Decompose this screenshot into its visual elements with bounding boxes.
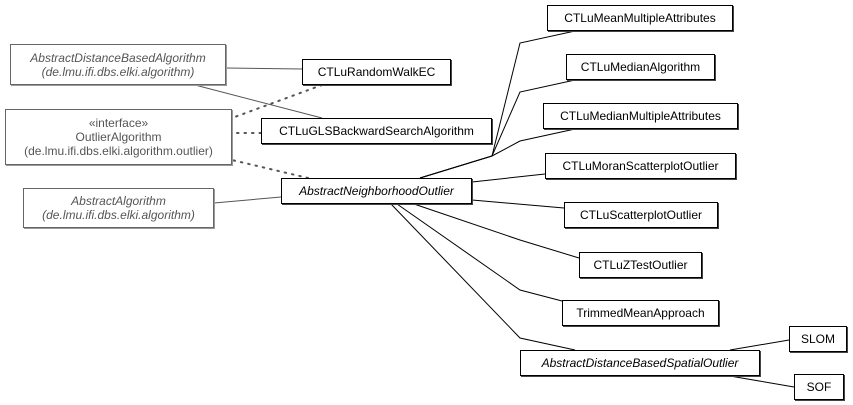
node-name: CTLuRandomWalkEC: [317, 65, 436, 79]
node-name: SOF: [806, 380, 832, 394]
node-ctlu-mean-multiple-attributes[interactable]: CTLuMeanMultipleAttributes: [547, 5, 733, 31]
edge-extends-ano-to-aa: [213, 196, 282, 204]
edge-implements-rwec-to-oa: [231, 84, 323, 119]
edge-extends-scat-to-ano: [471, 199, 565, 209]
edge-extends-sof-to-adbso: [729, 375, 795, 388]
edge-extends-tma-to-ano: [396, 203, 563, 302]
node-abstract-distance-based-algorithm[interactable]: AbstractDistanceBasedAlgorithm (de.lmu.i…: [10, 44, 226, 85]
node-ctlu-median-multiple-attributes[interactable]: CTLuMedianMultipleAttributes: [543, 103, 738, 129]
node-name: OutlierAlgorithm: [75, 130, 162, 144]
node-name: AbstractNeighborhoodOutlier: [299, 184, 454, 198]
node-stereotype: «interface»: [88, 116, 149, 130]
node-ctlu-median-algorithm[interactable]: CTLuMedianAlgorithm: [566, 54, 715, 80]
node-abstract-algorithm[interactable]: AbstractAlgorithm (de.lmu.ifi.dbs.elki.a…: [23, 188, 214, 228]
node-ctlu-scatterplot-outlier[interactable]: CTLuScatterplotOutlier: [564, 202, 718, 228]
node-ctlu-gls-backward-search-algorithm[interactable]: CTLuGLSBackwardSearchAlgorithm: [261, 118, 492, 144]
node-name: CTLuZTestOutlier: [593, 258, 688, 272]
edge-extends-moran-to-ano: [471, 173, 546, 183]
node-name: TrimmedMeanApproach: [576, 306, 705, 320]
edge-extends-rwec-to-adba: [225, 67, 303, 70]
node-name: CTLuMedianAlgorithm: [580, 60, 701, 74]
edge-implements-ano-to-oa: [231, 159, 309, 179]
node-name: CTLuMeanMultipleAttributes: [564, 11, 716, 25]
node-ctlu-moran-scatterplot-outlier[interactable]: CTLuMoranScatterplotOutlier: [545, 153, 736, 179]
node-name: CTLuMoranScatterplotOutlier: [562, 159, 719, 173]
node-ctlu-ztest-outlier[interactable]: CTLuZTestOutlier: [579, 252, 702, 278]
node-name: CTLuMedianMultipleAttributes: [560, 109, 721, 123]
node-name: SLOM: [800, 332, 835, 346]
node-ctlu-random-walk-ec[interactable]: CTLuRandomWalkEC: [302, 59, 451, 85]
node-package: (de.lmu.ifi.dbs.elki.algorithm.outlier): [24, 144, 213, 158]
edge-extends-slom-to-adbso: [729, 339, 790, 351]
node-trimmed-mean-approach[interactable]: TrimmedMeanApproach: [562, 300, 719, 326]
node-abstract-neighborhood-outlier[interactable]: AbstractNeighborhoodOutlier: [281, 178, 472, 204]
node-sof[interactable]: SOF: [794, 374, 844, 400]
node-name: CTLuGLSBackwardSearchAlgorithm: [279, 124, 474, 138]
node-name: AbstractDistanceBasedAlgorithm: [30, 50, 206, 65]
node-package: (de.lmu.ifi.dbs.elki.algorithm): [41, 64, 195, 79]
node-name: AbstractDistanceBasedSpatialOutlier: [541, 356, 739, 370]
node-name: CTLuScatterplotOutlier: [579, 208, 703, 222]
node-package: (de.lmu.ifi.dbs.elki.algorithm): [42, 208, 195, 222]
node-name: AbstractAlgorithm: [71, 194, 166, 208]
node-outlier-algorithm-interface[interactable]: «interface» OutlierAlgorithm (de.lmu.ifi…: [5, 109, 232, 165]
edge-extends-gls-to-adba: [194, 84, 323, 119]
node-slom[interactable]: SLOM: [789, 326, 847, 352]
node-abstract-distance-based-spatial-outlier[interactable]: AbstractDistanceBasedSpatialOutlier: [520, 350, 760, 376]
edge-extends-medma-to-ano: [419, 128, 576, 179]
edge-extends-adbso-to-ano: [390, 203, 576, 351]
edge-extends-ztest-to-ano: [413, 203, 580, 259]
